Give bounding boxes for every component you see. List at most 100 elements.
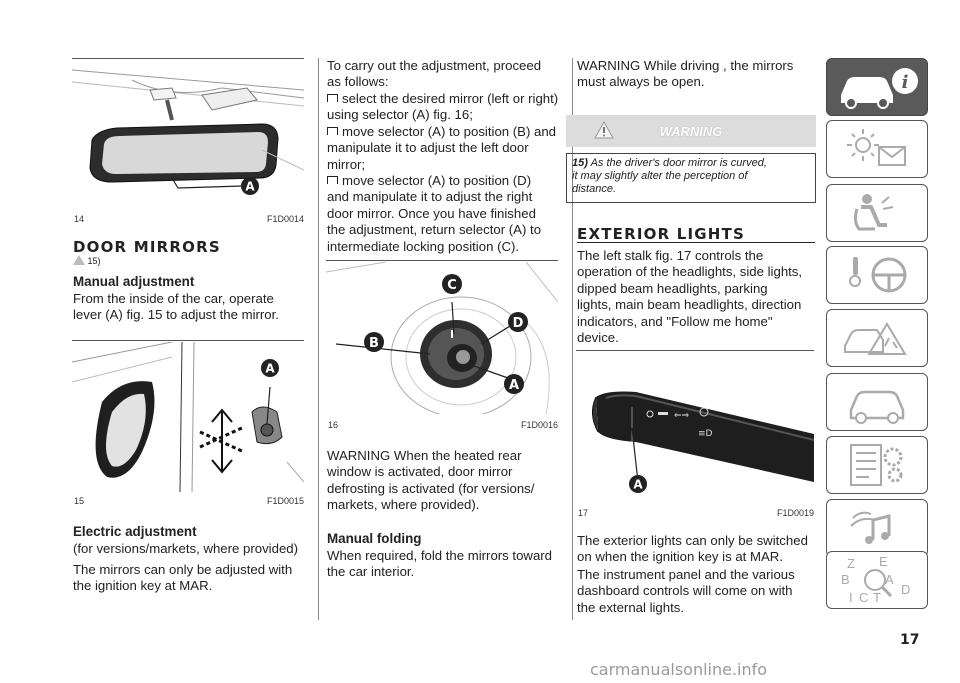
fig16-code: F1D0016	[520, 420, 558, 430]
index-letter-d: D	[901, 582, 911, 597]
sidebar-tab-driving[interactable]	[826, 246, 928, 304]
page-number: 17	[900, 632, 920, 648]
text-electric-adjustment: The mirrors can only be adjusted with th…	[73, 562, 318, 595]
line: The mirrors can only be adjusted with	[73, 562, 293, 577]
sidebar-tab-safety[interactable]	[826, 184, 928, 242]
line: and manipulate it to adjust the right	[327, 189, 533, 205]
fig15-top-rule	[72, 340, 304, 341]
fig14-top-rule	[72, 58, 304, 59]
line: dashboard controls will come on with	[577, 583, 793, 599]
line: dipped beam headlights, parking	[577, 280, 768, 296]
list-item-step-3: move selector (A) to position (D) and ma…	[327, 173, 567, 255]
fig16-label-d: D	[513, 316, 524, 331]
fig16-label-c: C	[447, 278, 457, 293]
text-instrument-panel: The instrument panel and the various das…	[577, 567, 822, 616]
fig17-top-rule	[576, 350, 814, 351]
warning-box-body: 15) As the driver's door mirror is curve…	[566, 153, 816, 203]
line: the ignition key at MAR.	[73, 578, 213, 594]
heading-underline	[577, 242, 815, 243]
bullet-icon	[327, 176, 338, 185]
fig16-top-rule	[326, 260, 558, 261]
emergency-icon	[844, 322, 907, 355]
fig15-lever-illustration: A	[72, 342, 304, 492]
sidebar-tab-index[interactable]: Z E B A I C T D	[826, 551, 928, 609]
heading-door-mirrors: DOOR MIRRORS	[73, 238, 221, 256]
warning-triangle-icon	[594, 121, 614, 139]
sidebar-tab-warning-lights[interactable]	[826, 120, 928, 178]
fig14-number: 14	[74, 214, 85, 224]
line: device.	[577, 330, 619, 346]
sidebar-tab-multimedia[interactable]	[826, 499, 928, 557]
safety-icon	[853, 194, 894, 231]
sidebar-tab-maintenance[interactable]	[826, 373, 928, 431]
subheading-manual-adjustment: Manual adjustment	[73, 274, 195, 289]
multimedia-icon	[850, 511, 891, 544]
line: it may slightly alter the perception of	[572, 170, 748, 182]
sidebar-tab-car-info[interactable]: i	[826, 58, 928, 116]
fig14-caption: 14 F1D0014	[74, 214, 304, 224]
line: the car interior.	[327, 564, 415, 580]
index-letter-t: T	[873, 590, 881, 605]
fig16-label-b: B	[369, 336, 379, 351]
fig17-label-a: A	[633, 478, 643, 492]
warning-ref-15: 15)	[73, 255, 101, 266]
car-info-icon: i	[841, 68, 918, 109]
line: lever (A) fig. 15 to adjust the mirror.	[73, 307, 279, 323]
line: must always be open.	[577, 74, 705, 90]
fig15-label-a: A	[265, 362, 275, 376]
line: The exterior lights can only be switched	[577, 533, 808, 548]
line: door mirror. Once you have finished	[327, 205, 536, 221]
fig16-selector-illustration: C B D A	[326, 262, 558, 414]
subheading-electric-adjustment: Electric adjustment	[73, 524, 197, 539]
line: indicators, and "Follow me home"	[577, 313, 773, 329]
text-manual-adjustment: From the inside of the car, operate leve…	[73, 291, 313, 324]
line: the adjustment, return selector (A) to	[327, 222, 542, 238]
footer-watermark: carmanualsonline.info	[590, 660, 768, 679]
warning-note: 15) As the driver's door mirror is curve…	[572, 157, 812, 196]
warning-box: WARNING 15) As the driver's door mirror …	[566, 115, 816, 203]
svg-text:i: i	[902, 72, 909, 93]
fig16-number: 16	[328, 420, 339, 430]
line: From the inside of the car, operate	[73, 291, 274, 306]
fig14-code: F1D0014	[266, 214, 304, 224]
warning-title: WARNING	[659, 124, 723, 139]
column-divider-1	[318, 58, 319, 620]
line: move selector (A) to position (B) and	[342, 123, 557, 139]
heading-exterior-lights: EXTERIOR LIGHTS	[577, 225, 745, 243]
warning-ref-text: 15)	[87, 256, 101, 266]
fig17-caption: 17 F1D0019	[578, 508, 814, 518]
list-item-step-2: move selector (A) to position (B) and ma…	[327, 124, 567, 173]
index-letter-c: C	[859, 590, 869, 605]
technical-data-icon	[850, 444, 903, 486]
driving-icon	[849, 257, 907, 293]
line: lights, main beam headlights, direction	[577, 297, 802, 313]
bullet-icon	[327, 94, 338, 102]
line: The instrument panel and the various	[577, 567, 795, 582]
line: WARNING When the heated rear	[327, 448, 522, 463]
line: The left stalk fig. 17 controls the	[577, 248, 764, 263]
line: defrosting is activated (for versions/	[327, 480, 535, 496]
line: manipulate it to adjust the left door	[327, 140, 529, 156]
text-exterior-lights: The left stalk fig. 17 controls the oper…	[577, 248, 819, 346]
line: as follows:	[327, 74, 389, 90]
line: mirror;	[327, 156, 366, 172]
index-letter-a: A	[885, 572, 894, 587]
index-letter-e: E	[879, 554, 888, 569]
sidebar-tab-emergency[interactable]	[826, 309, 928, 367]
column-divider-2	[572, 58, 573, 620]
list-item-step-1: select the desired mirror (left or right…	[327, 91, 567, 124]
fig15-code: F1D0015	[266, 496, 304, 506]
line: using selector (A) fig. 16;	[327, 107, 473, 123]
text-adjustment-intro: To carry out the adjustment, proceed as …	[327, 58, 567, 91]
line: markets, where provided).	[327, 497, 480, 513]
sidebar-tab-technical-data[interactable]	[826, 436, 928, 494]
text-warning-heated-window: WARNING When the heated rear window is a…	[327, 448, 567, 514]
fig16-label-a: A	[509, 378, 519, 393]
fig15-caption: 15 F1D0015	[74, 496, 304, 506]
warning-note-number: 15)	[572, 157, 588, 169]
warning-triangle-icon	[73, 255, 85, 265]
line: When required, fold the mirrors toward	[327, 548, 553, 563]
svg-text:⇐⇒: ⇐⇒	[674, 411, 690, 421]
index-letter-i: I	[849, 590, 853, 605]
line: operation of the headlights, side lights…	[577, 264, 803, 280]
